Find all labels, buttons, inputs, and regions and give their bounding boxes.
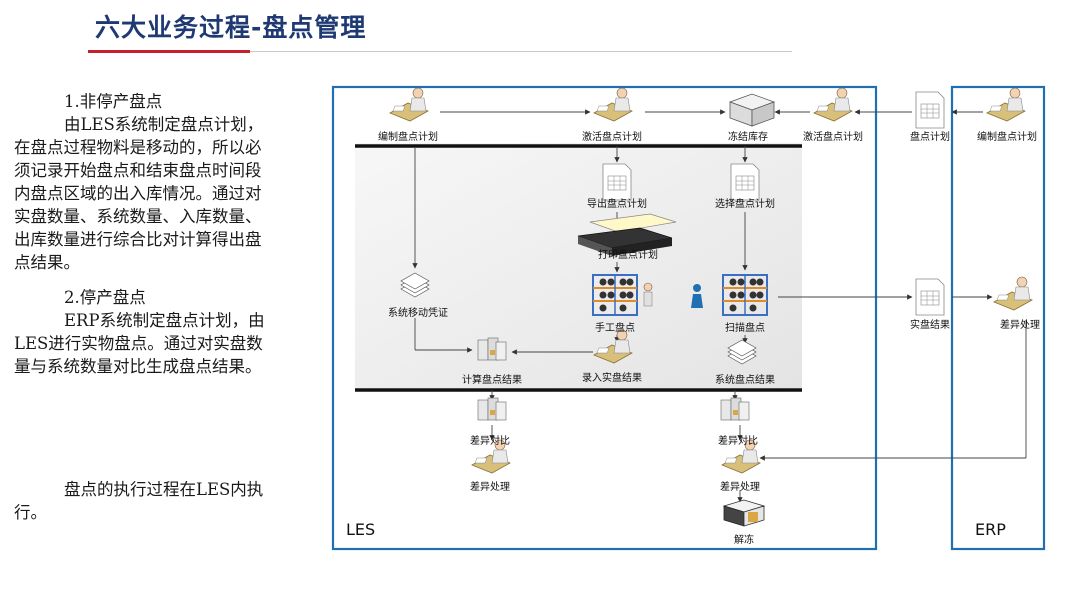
activate-plan-person-icon <box>593 87 633 122</box>
section-1-line: 须记录开始盘点和结束盘点时间段 <box>14 161 262 180</box>
les-frame <box>331 85 878 551</box>
node-label: 差异对比 <box>470 434 510 447</box>
activate-plan-2-person-icon <box>813 87 853 122</box>
node-label: 录入实盘结果 <box>582 371 642 384</box>
section-1-line: 出库数量进行综合比对计算得出盘 <box>14 230 262 249</box>
section-1-line: 实盘数量、系统数量、入库数量、 <box>14 207 262 226</box>
node-label: 编制盘点计划 <box>977 130 1037 143</box>
section-2-heading: 2.停产盘点 <box>64 288 146 307</box>
node-label: 打印盘点计划 <box>598 248 658 261</box>
section-2-line: 量与系统数量对比生成盘点结果。 <box>14 357 262 376</box>
erp-edit-plan-person-icon <box>986 87 1026 122</box>
process-pane <box>355 143 802 388</box>
section-1-line: 由LES系统制定盘点计划， <box>64 115 264 134</box>
worker-icon <box>643 282 653 307</box>
node-label: 选择盘点计划 <box>715 197 775 210</box>
erp-diff-person-icon <box>993 276 1033 311</box>
section-1-line: 在盘点过程物料是移动的，所以必 <box>14 138 262 157</box>
node-label: 差异对比 <box>718 434 758 447</box>
diff-compare-2-server-icon <box>720 397 750 421</box>
export-plan-document-icon <box>602 163 632 201</box>
scanner-worker-icon <box>691 284 703 308</box>
section-3-line: 行。 <box>14 503 47 522</box>
les-zone-label: LES <box>346 520 375 539</box>
section-1-line: 点结果。 <box>14 253 80 272</box>
title-underline <box>250 51 792 52</box>
node-label: 系统移动凭证 <box>388 306 448 319</box>
freeze-box-icon <box>728 93 776 127</box>
section-2-line: LES进行实物盘点。通过对实盘数 <box>14 334 263 353</box>
node-label: 编制盘点计划 <box>378 130 438 143</box>
node-label: 计算盘点结果 <box>462 373 522 386</box>
flow-connectors <box>412 109 1027 503</box>
section-1-line: 内盘点区域的出入库情况。通过对 <box>14 184 262 203</box>
node-label: 扫描盘点 <box>725 321 765 334</box>
node-label: 手工盘点 <box>595 321 635 334</box>
node-label: 激活盘点计划 <box>582 130 642 143</box>
erp-plan-document-icon <box>915 91 945 129</box>
node-label: 系统盘点结果 <box>715 373 775 386</box>
printer-icon <box>577 213 677 256</box>
section-1-heading: 1.非停产盘点 <box>64 92 163 111</box>
erp-frame <box>950 85 1046 551</box>
node-label: 实盘结果 <box>910 318 950 331</box>
section-2-line: ERP系统制定盘点计划，由 <box>64 311 265 330</box>
unfreeze-box-icon <box>722 499 766 527</box>
page-title: 六大业务过程-盘点管理 <box>95 13 367 42</box>
diff-compare-1-server-icon <box>477 397 507 421</box>
select-plan-document-icon <box>730 163 760 201</box>
node-label: 差异处理 <box>720 480 760 493</box>
node-label: 激活盘点计划 <box>803 130 863 143</box>
description-text: 1.非停产盘点 由LES系统制定盘点计划， 在盘点过程物料是移动的，所以必 须记… <box>14 90 324 524</box>
title-underline-accent <box>88 50 250 53</box>
node-label: 解冻 <box>734 533 754 546</box>
node-label: 差异处理 <box>470 480 510 493</box>
node-label: 冻结库存 <box>728 130 768 143</box>
actual-result-document-icon <box>915 278 945 316</box>
erp-zone-label: ERP <box>975 520 1006 539</box>
node-label: 盘点计划 <box>910 130 950 143</box>
section-3-line: 盘点的执行过程在LES内执 <box>64 480 264 499</box>
node-label: 导出盘点计划 <box>587 197 647 210</box>
node-label: 差异处理 <box>1000 318 1040 331</box>
edit-plan-person-icon <box>389 87 429 122</box>
